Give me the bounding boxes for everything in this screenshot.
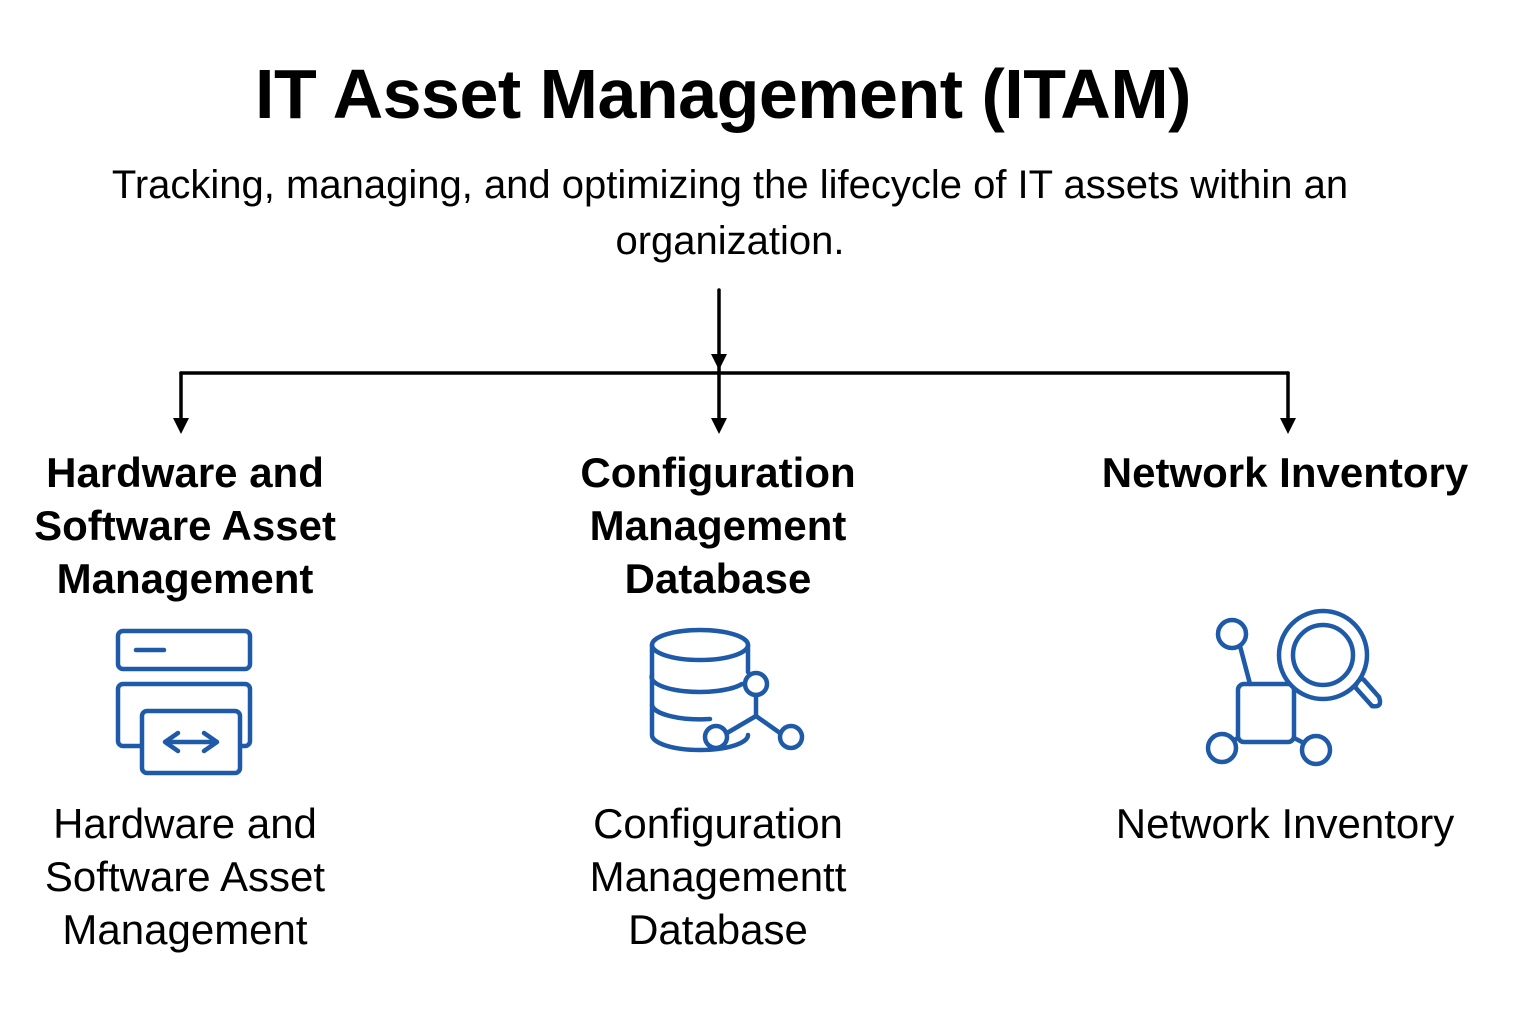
database-network-icon: [649, 627, 805, 753]
branch-heading-network-inventory: Network Inventory: [1101, 449, 1469, 496]
trunk-arrowhead: [711, 354, 727, 370]
branch-caption-cmdb: Configuration Managementt Database: [589, 800, 847, 953]
branch-caption-network-inventory: Network Inventory: [1115, 800, 1455, 847]
branch-heading-hardware-software: Hardware and Software Asset Management: [34, 449, 336, 602]
arrowhead-right: [1280, 418, 1296, 434]
diagram-subtitle: Tracking, managing, and optimizing the l…: [111, 163, 1349, 263]
arrowhead-left: [173, 418, 189, 434]
server-code-icon: [115, 628, 253, 776]
network-search-icon: [1205, 608, 1383, 767]
branch-caption-hardware-software: Hardware and Software Asset Management: [44, 800, 326, 953]
diagram-title: IT Asset Management (ITAM): [255, 55, 1191, 133]
arrowhead-center: [711, 418, 727, 434]
branch-heading-cmdb: Configuration Management Database: [580, 449, 856, 602]
